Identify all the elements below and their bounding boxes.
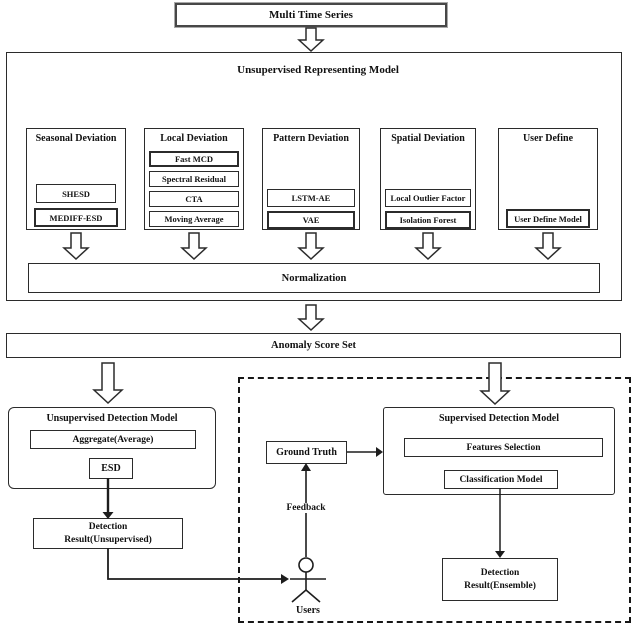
aggregate-average-box: Aggregate(Average) xyxy=(30,430,196,449)
block-arrow-input-to-representing xyxy=(297,27,325,53)
user-define-title: User Define xyxy=(522,133,574,144)
method-box-cta: CTA xyxy=(149,191,239,207)
detection-result-unsupervised-line1: Detection xyxy=(88,522,128,533)
block-arrow-representing-to-score xyxy=(297,304,325,332)
unsupervised-detection-model-title: Unsupervised Detection Model xyxy=(46,413,178,424)
feedback-label: Feedback xyxy=(272,503,340,513)
unsupervised-detection-model-frame: Unsupervised Detection Model Aggregate(A… xyxy=(8,407,216,489)
supervised-detection-model-title: Supervised Detection Model xyxy=(439,413,559,424)
classification-model-box: Classification Model xyxy=(444,470,558,489)
local-deviation-group: Local Deviation Fast MCD Spectral Residu… xyxy=(144,128,244,230)
detection-result-unsupervised-line2: Result(Unsupervised) xyxy=(64,534,152,545)
detection-result-ensemble-line2: Result(Ensemble) xyxy=(464,580,536,591)
detection-result-ensemble-box: Detection Result(Ensemble) xyxy=(442,558,558,601)
ground-truth-box: Ground Truth xyxy=(266,441,347,464)
users-label: Users xyxy=(296,605,320,616)
method-box-local-outlier-factor: Local Outlier Factor xyxy=(385,189,471,207)
method-box-mediff-esd: MEDIFF-ESD xyxy=(34,208,118,227)
seasonal-deviation-title: Seasonal Deviation xyxy=(35,133,117,144)
block-arrow-score-to-unsupervised xyxy=(92,362,124,405)
method-box-isolation-forest: Isolation Forest xyxy=(385,211,471,229)
pattern-deviation-group: Pattern Deviation LSTM-AE VAE xyxy=(262,128,360,230)
method-box-shesd: SHESD xyxy=(36,184,116,203)
method-box-user-define-model: User Define Model xyxy=(506,209,590,228)
seasonal-deviation-group: Seasonal Deviation SHESD MEDIFF-ESD xyxy=(26,128,126,230)
spatial-deviation-title: Spatial Deviation xyxy=(391,133,465,144)
detection-result-unsupervised-box: Detection Result(Unsupervised) xyxy=(33,518,183,549)
pattern-deviation-title: Pattern Deviation xyxy=(273,133,349,144)
multi-time-series-box: Multi Time Series xyxy=(174,2,448,28)
esd-box: ESD xyxy=(89,458,133,479)
unsupervised-representing-model-title: Unsupervised Representing Model xyxy=(237,64,399,76)
detection-result-ensemble-line1: Detection xyxy=(480,568,520,579)
features-selection-box: Features Selection xyxy=(404,438,603,457)
method-box-moving-average: Moving Average xyxy=(149,211,239,227)
anomaly-score-set-box: Anomaly Score Set xyxy=(6,333,621,358)
local-deviation-title: Local Deviation xyxy=(160,133,228,144)
user-define-group: User Define User Define Model xyxy=(498,128,598,230)
spatial-deviation-group: Spatial Deviation Local Outlier Factor I… xyxy=(380,128,476,230)
supervised-detection-model-frame: Supervised Detection Model Features Sele… xyxy=(383,407,615,495)
method-box-fast-mcd: Fast MCD xyxy=(149,151,239,167)
method-box-spectral-residual: Spectral Residual xyxy=(149,171,239,187)
normalization-box: Normalization xyxy=(28,263,600,293)
method-box-vae: VAE xyxy=(267,211,355,229)
method-box-lstm-ae: LSTM-AE xyxy=(267,189,355,207)
supervised-region-dashed-frame xyxy=(238,377,631,623)
